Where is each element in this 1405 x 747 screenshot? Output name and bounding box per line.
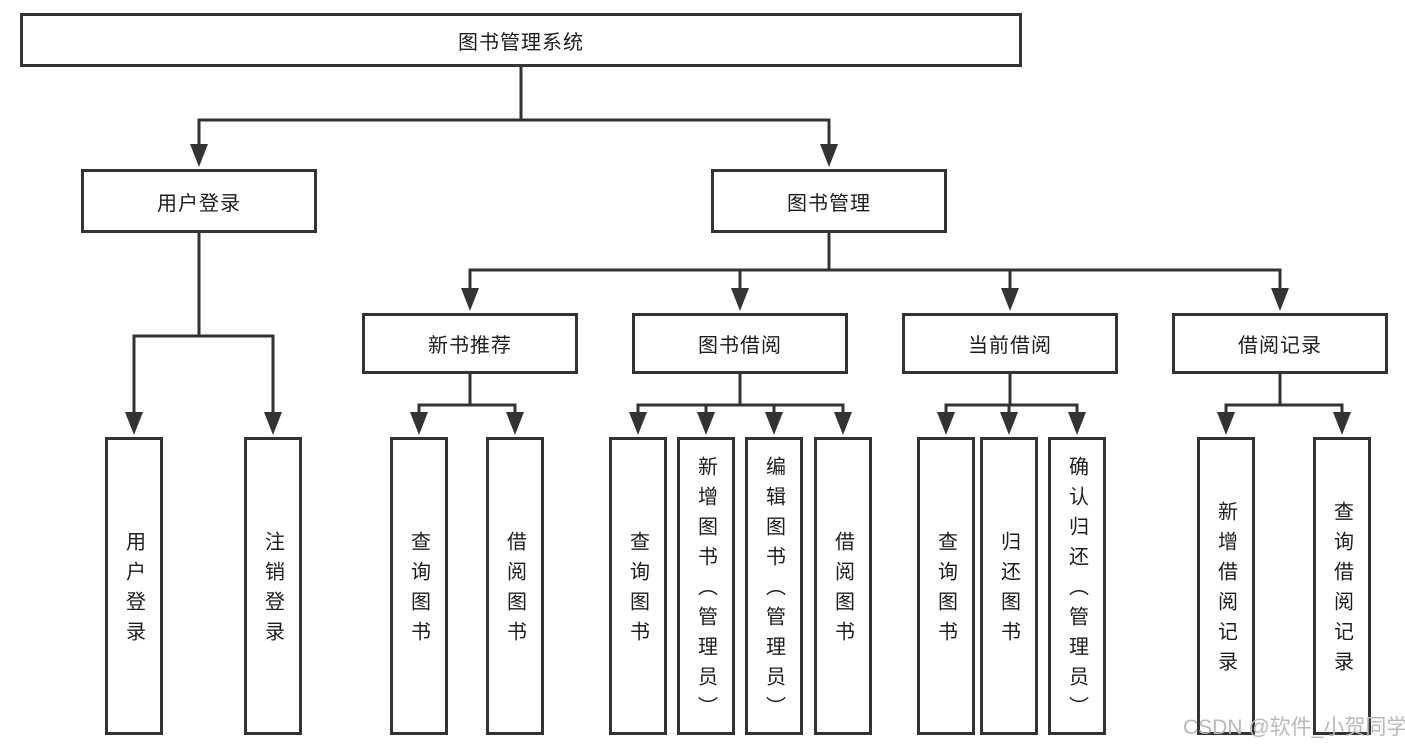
- node-leaf-query-books-borrowing: 查询图书: [609, 437, 667, 735]
- node-leaf-edit-book-admin-label: 编辑图书（管理员）: [762, 456, 785, 726]
- node-leaf-add-book-admin: 新增图书（管理员）: [677, 437, 735, 735]
- node-leaf-user-login-label: 用户登录: [122, 531, 145, 651]
- node-book-borrowing: 图书借阅: [632, 313, 848, 374]
- node-new-book-recommend: 新书推荐: [362, 313, 578, 374]
- node-book-borrowing-label: 图书借阅: [698, 335, 782, 357]
- node-root-system-label: 图书管理系统: [458, 31, 584, 54]
- node-leaf-confirm-return-admin: 确认归还（管理员）: [1048, 437, 1106, 735]
- node-book-management-branch-label: 图书管理: [787, 192, 871, 215]
- node-leaf-confirm-return-admin-label: 确认归还（管理员）: [1065, 456, 1088, 726]
- node-leaf-borrow-books: 借阅图书: [814, 437, 872, 735]
- node-leaf-query-borrow-record: 查询借阅记录: [1313, 437, 1371, 735]
- node-root-system: 图书管理系统: [20, 13, 1022, 67]
- node-leaf-return-book: 归还图书: [980, 437, 1038, 735]
- node-leaf-query-books-recommend: 查询图书: [390, 437, 448, 735]
- node-leaf-return-book-label: 归还图书: [997, 531, 1020, 651]
- node-leaf-query-books-recommend-label: 查询图书: [407, 531, 430, 651]
- node-leaf-add-borrow-record-label: 新增借阅记录: [1214, 501, 1237, 681]
- node-leaf-edit-book-admin: 编辑图书（管理员）: [745, 437, 803, 735]
- node-current-borrowing: 当前借阅: [902, 313, 1118, 374]
- node-leaf-borrow-books-label: 借阅图书: [831, 531, 854, 651]
- node-user-login-branch: 用户登录: [81, 169, 317, 233]
- node-leaf-query-borrow-record-label: 查询借阅记录: [1330, 501, 1353, 681]
- node-borrow-records-label: 借阅记录: [1238, 335, 1322, 357]
- node-book-management-branch: 图书管理: [711, 169, 947, 233]
- node-leaf-user-login: 用户登录: [105, 437, 163, 735]
- node-borrow-records: 借阅记录: [1172, 313, 1388, 374]
- node-leaf-logout: 注销登录: [244, 437, 302, 735]
- node-leaf-add-book-admin-label: 新增图书（管理员）: [694, 456, 717, 726]
- node-new-book-recommend-label: 新书推荐: [428, 335, 512, 357]
- node-current-borrowing-label: 当前借阅: [968, 335, 1052, 357]
- node-leaf-query-books-current-label: 查询图书: [934, 531, 957, 651]
- node-leaf-borrow-books-recommend: 借阅图书: [486, 437, 544, 735]
- node-leaf-add-borrow-record: 新增借阅记录: [1197, 437, 1255, 735]
- csdn-watermark: CSDN @软件_小贺同学: [1183, 716, 1405, 739]
- node-leaf-borrow-books-recommend-label: 借阅图书: [503, 531, 526, 651]
- node-leaf-query-books-borrowing-label: 查询图书: [626, 531, 649, 651]
- node-leaf-query-books-current: 查询图书: [917, 437, 975, 735]
- node-user-login-branch-label: 用户登录: [157, 192, 241, 215]
- node-leaf-logout-label: 注销登录: [261, 531, 284, 651]
